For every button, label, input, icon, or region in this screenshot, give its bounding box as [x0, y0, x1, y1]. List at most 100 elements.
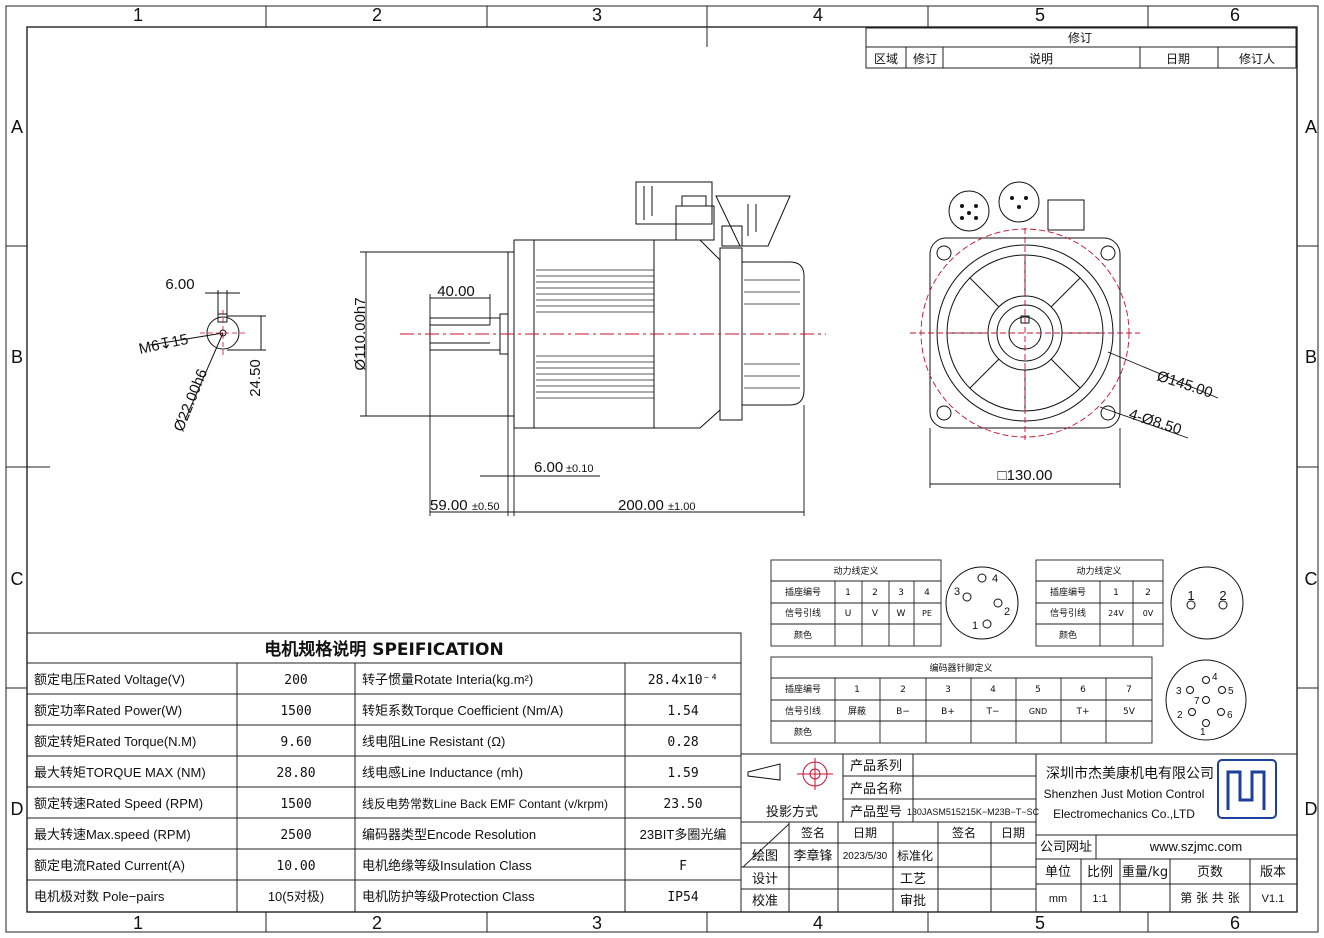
projection-symbol-icon — [747, 758, 833, 790]
label-projection: 投影方式 — [766, 804, 818, 820]
svg-text:B+: B+ — [941, 707, 955, 717]
revision-title: 修订 — [1068, 30, 1092, 45]
dim-key-length: 40.00 — [437, 283, 475, 300]
svg-text:2: 2 — [1219, 588, 1226, 603]
svg-text:7: 7 — [1194, 696, 1200, 707]
svg-text:5: 5 — [1228, 686, 1234, 697]
svg-text:转矩系数Torque Coefficient (Nm/A): 转矩系数Torque Coefficient (Nm/A) — [362, 703, 563, 718]
spec-row: 最大转速Max.speed (RPM) 2500 编码器类型Encode Res… — [34, 827, 726, 843]
spec-row: 额定功率Rated Power(W) 1500 转矩系数Torque Coeff… — [34, 703, 699, 719]
svg-text:转子惯量Rotate Interia(kg.m²): 转子惯量Rotate Interia(kg.m²) — [362, 672, 533, 687]
drawer-name: 李章锋 — [793, 848, 832, 864]
svg-text:T+: T+ — [1075, 707, 1089, 717]
svg-text:T−: T− — [985, 707, 999, 717]
revision-header-desc: 说明 — [1029, 51, 1053, 66]
svg-text:审批: 审批 — [900, 894, 926, 909]
power-table-title: 动力线定义 — [833, 565, 878, 577]
svg-text:PE: PE — [922, 609, 932, 618]
spec-row: 额定电流Rated Current(A) 10.00 电机绝缘等级Insulat… — [34, 858, 687, 874]
dim-flange-thickness-tol: ±0.10 — [566, 463, 593, 475]
dim-flange-thickness: 6.00 — [534, 459, 563, 476]
svg-text:第 张 共 张: 第 张 共 张 — [1180, 891, 1239, 905]
svg-text:颜色: 颜色 — [794, 629, 812, 641]
svg-text:A: A — [11, 117, 23, 137]
draw-date: 2023/5/30 — [843, 851, 888, 862]
spec-rows: 额定电压Rated Voltage(V) 200 转子惯量Rotate Inte… — [34, 672, 726, 905]
svg-text:2: 2 — [1145, 588, 1151, 598]
svg-text:7: 7 — [1126, 685, 1132, 695]
svg-text:额定电流Rated Current(A): 额定电流Rated Current(A) — [34, 858, 185, 873]
svg-text:4: 4 — [813, 5, 823, 25]
svg-text:6: 6 — [1230, 913, 1240, 933]
svg-text:0V: 0V — [1143, 609, 1154, 618]
svg-text:额定功率Rated Power(W): 额定功率Rated Power(W) — [34, 703, 182, 718]
dim-shaft-dia: Ø22.00h6 — [171, 367, 211, 434]
svg-text:2500: 2500 — [280, 828, 311, 843]
svg-text:线反电势常数Line Back EMF Contant (v: 线反电势常数Line Back EMF Contant (v/krpm) — [362, 796, 608, 811]
svg-text:6: 6 — [1227, 710, 1233, 721]
svg-text:标准化: 标准化 — [897, 849, 933, 863]
svg-text:5: 5 — [1035, 685, 1041, 695]
svg-text:3: 3 — [592, 913, 602, 933]
svg-text:5: 5 — [1035, 5, 1045, 25]
svg-text:U: U — [845, 609, 852, 619]
revision-header-area: 区域 — [874, 52, 898, 66]
svg-text:签名: 签名 — [952, 825, 976, 840]
svg-text:信号引线: 信号引线 — [785, 705, 821, 717]
svg-text:额定电压Rated Voltage(V): 额定电压Rated Voltage(V) — [34, 672, 185, 687]
svg-text:1: 1 — [133, 913, 143, 933]
svg-text:校准: 校准 — [752, 893, 778, 909]
column-numbers-top: 1 2 3 4 5 6 — [133, 5, 1240, 25]
svg-text:B: B — [11, 347, 23, 367]
revision-header-date: 日期 — [1166, 52, 1190, 66]
row-letters-left: A B C D — [11, 117, 24, 819]
product-model-value: 130JASM515215K−M23B−T−SC — [907, 807, 1040, 817]
svg-text:信号引线: 信号引线 — [1050, 607, 1086, 619]
svg-text:B−: B− — [896, 707, 910, 717]
svg-text:1: 1 — [1113, 588, 1119, 598]
power-connector-diagram: 4 3 2 1 — [945, 566, 1019, 640]
svg-text:重量/kg: 重量/kg — [1122, 864, 1168, 880]
encoder-connector-diagram: 4 3 5 7 2 6 1 — [1165, 659, 1247, 741]
svg-text:2: 2 — [1177, 710, 1183, 721]
encoder-table-title: 编码器针脚定义 — [929, 662, 992, 674]
dim-square: □130.00 — [998, 467, 1053, 484]
svg-text:比例: 比例 — [1087, 865, 1113, 880]
label-draw: 绘图 — [752, 849, 778, 864]
svg-text:最大转矩TORQUE MAX (NM): 最大转矩TORQUE MAX (NM) — [34, 765, 206, 780]
svg-text:1: 1 — [845, 588, 851, 598]
company-name-cn: 深圳市杰美康机电有限公司 — [1046, 765, 1214, 782]
label-product-model: 产品型号 — [850, 805, 902, 820]
svg-text:10(5对极): 10(5对极) — [268, 889, 324, 904]
power-table: 动力线定义 插座编号 信号引线 颜色 1 2 3 4 U V W PE — [770, 559, 942, 647]
svg-text:4: 4 — [992, 573, 998, 585]
motor-front-view: Ø145.00 4-Ø8.50 □130.00 — [910, 181, 1219, 488]
svg-text:1500: 1500 — [280, 704, 311, 719]
svg-text:插座编号: 插座编号 — [785, 586, 821, 598]
svg-text:IP54: IP54 — [667, 890, 698, 905]
svg-text:屏蔽: 屏蔽 — [848, 705, 866, 717]
motor-side-view: Ø110.00h7 40.00 6.00 ±0.10 59.00 ±0.50 2… — [352, 181, 826, 516]
dim-body-length-tol: ±1.00 — [668, 501, 695, 513]
svg-text:线电感Line Inductance (mh): 线电感Line Inductance (mh) — [362, 765, 523, 780]
svg-text:电机防护等级Protection Class: 电机防护等级Protection Class — [362, 889, 535, 904]
svg-text:200: 200 — [284, 673, 307, 688]
svg-text:插座编号: 插座编号 — [1050, 586, 1086, 598]
title-block: 产品系列 产品名称 投影方式 产品型号 130JASM515215K−M23B−… — [740, 753, 1298, 913]
svg-text:1:1: 1:1 — [1092, 893, 1107, 905]
svg-text:1500: 1500 — [280, 797, 311, 812]
dim-shaft-length-tol: ±0.50 — [472, 501, 499, 513]
dim-body-length: 200.00 — [618, 497, 664, 514]
company-website: www.szjmc.com — [1149, 839, 1242, 854]
column-numbers-bottom: 1 2 3 4 5 6 — [133, 913, 1240, 933]
svg-text:签名: 签名 — [801, 825, 825, 840]
dim-key-width: 6.00 — [165, 276, 194, 293]
svg-text:V1.1: V1.1 — [1262, 893, 1285, 905]
encoder-table: 编码器针脚定义 插座编号 信号引线 颜色 1 2 3 4 5 6 7 屏蔽 B−… — [770, 656, 1153, 744]
company-name-en-2: Electromechanics Co.,LTD — [1053, 807, 1195, 821]
svg-text:页数: 页数 — [1197, 865, 1223, 880]
revision-header-person: 修订人 — [1239, 51, 1275, 66]
svg-text:1.59: 1.59 — [667, 766, 698, 781]
dim-mounting-holes: 4-Ø8.50 — [1127, 406, 1184, 439]
svg-text:1: 1 — [1187, 588, 1194, 603]
